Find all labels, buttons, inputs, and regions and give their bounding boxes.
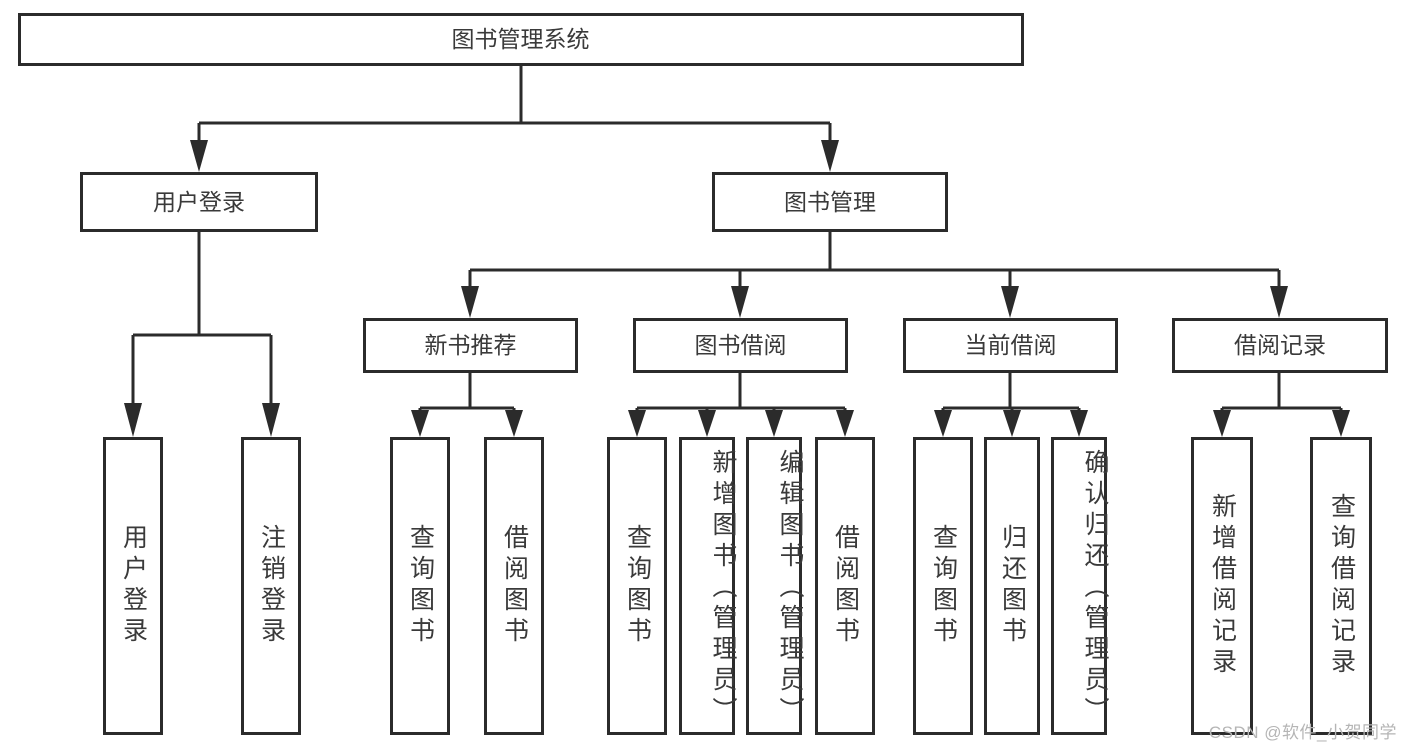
- arrowhead-leaf-query-book-3: [934, 410, 952, 437]
- arrowhead-current-borrow: [1001, 286, 1019, 318]
- node-box-book-borrow[interactable]: [633, 318, 848, 373]
- node-box-leaf-user-login[interactable]: [103, 437, 163, 735]
- node-box-new-book-recommend[interactable]: [363, 318, 578, 373]
- arrowhead-book-borrow: [731, 286, 749, 318]
- arrowhead-leaf-logout: [262, 403, 280, 437]
- node-box-leaf-query-record[interactable]: [1310, 437, 1372, 735]
- arrowhead-leaf-query-book-2: [628, 410, 646, 437]
- node-box-leaf-logout[interactable]: [241, 437, 301, 735]
- arrowhead-user-login: [190, 140, 208, 172]
- arrowhead-borrow-record: [1270, 286, 1288, 318]
- node-box-leaf-add-book[interactable]: [679, 437, 735, 735]
- arrowhead-leaf-query-book-1: [411, 410, 429, 437]
- node-box-leaf-query-book-3[interactable]: [913, 437, 973, 735]
- arrowhead-book-management: [821, 140, 839, 172]
- arrowhead-leaf-confirm-return: [1070, 410, 1088, 437]
- arrowhead-leaf-user-login: [124, 403, 142, 437]
- arrowhead-leaf-add-book: [698, 410, 716, 437]
- arrowhead-leaf-add-record: [1213, 410, 1231, 437]
- node-box-user-login[interactable]: [80, 172, 318, 232]
- arrowhead-leaf-borrow-book-1: [505, 410, 523, 437]
- csdn-watermark: CSDN @软件_小贺同学: [1208, 723, 1397, 742]
- node-box-borrow-record[interactable]: [1172, 318, 1388, 373]
- node-box-leaf-return-book[interactable]: [984, 437, 1040, 735]
- node-box-leaf-query-book-1[interactable]: [390, 437, 450, 735]
- arrowhead-leaf-edit-book: [765, 410, 783, 437]
- arrowhead-leaf-borrow-book-2: [836, 410, 854, 437]
- node-box-leaf-borrow-book-1[interactable]: [484, 437, 544, 735]
- arrowhead-new-book-recommend: [461, 286, 479, 318]
- node-box-leaf-query-book-2[interactable]: [607, 437, 667, 735]
- arrowhead-leaf-return-book: [1003, 410, 1021, 437]
- arrowhead-leaf-query-record: [1332, 410, 1350, 437]
- node-box-current-borrow[interactable]: [903, 318, 1118, 373]
- node-box-leaf-borrow-book-2[interactable]: [815, 437, 875, 735]
- node-box-book-management[interactable]: [712, 172, 948, 232]
- node-box-leaf-confirm-return[interactable]: [1051, 437, 1107, 735]
- node-box-root[interactable]: [18, 13, 1024, 66]
- node-box-leaf-add-record[interactable]: [1191, 437, 1253, 735]
- node-box-leaf-edit-book[interactable]: [746, 437, 802, 735]
